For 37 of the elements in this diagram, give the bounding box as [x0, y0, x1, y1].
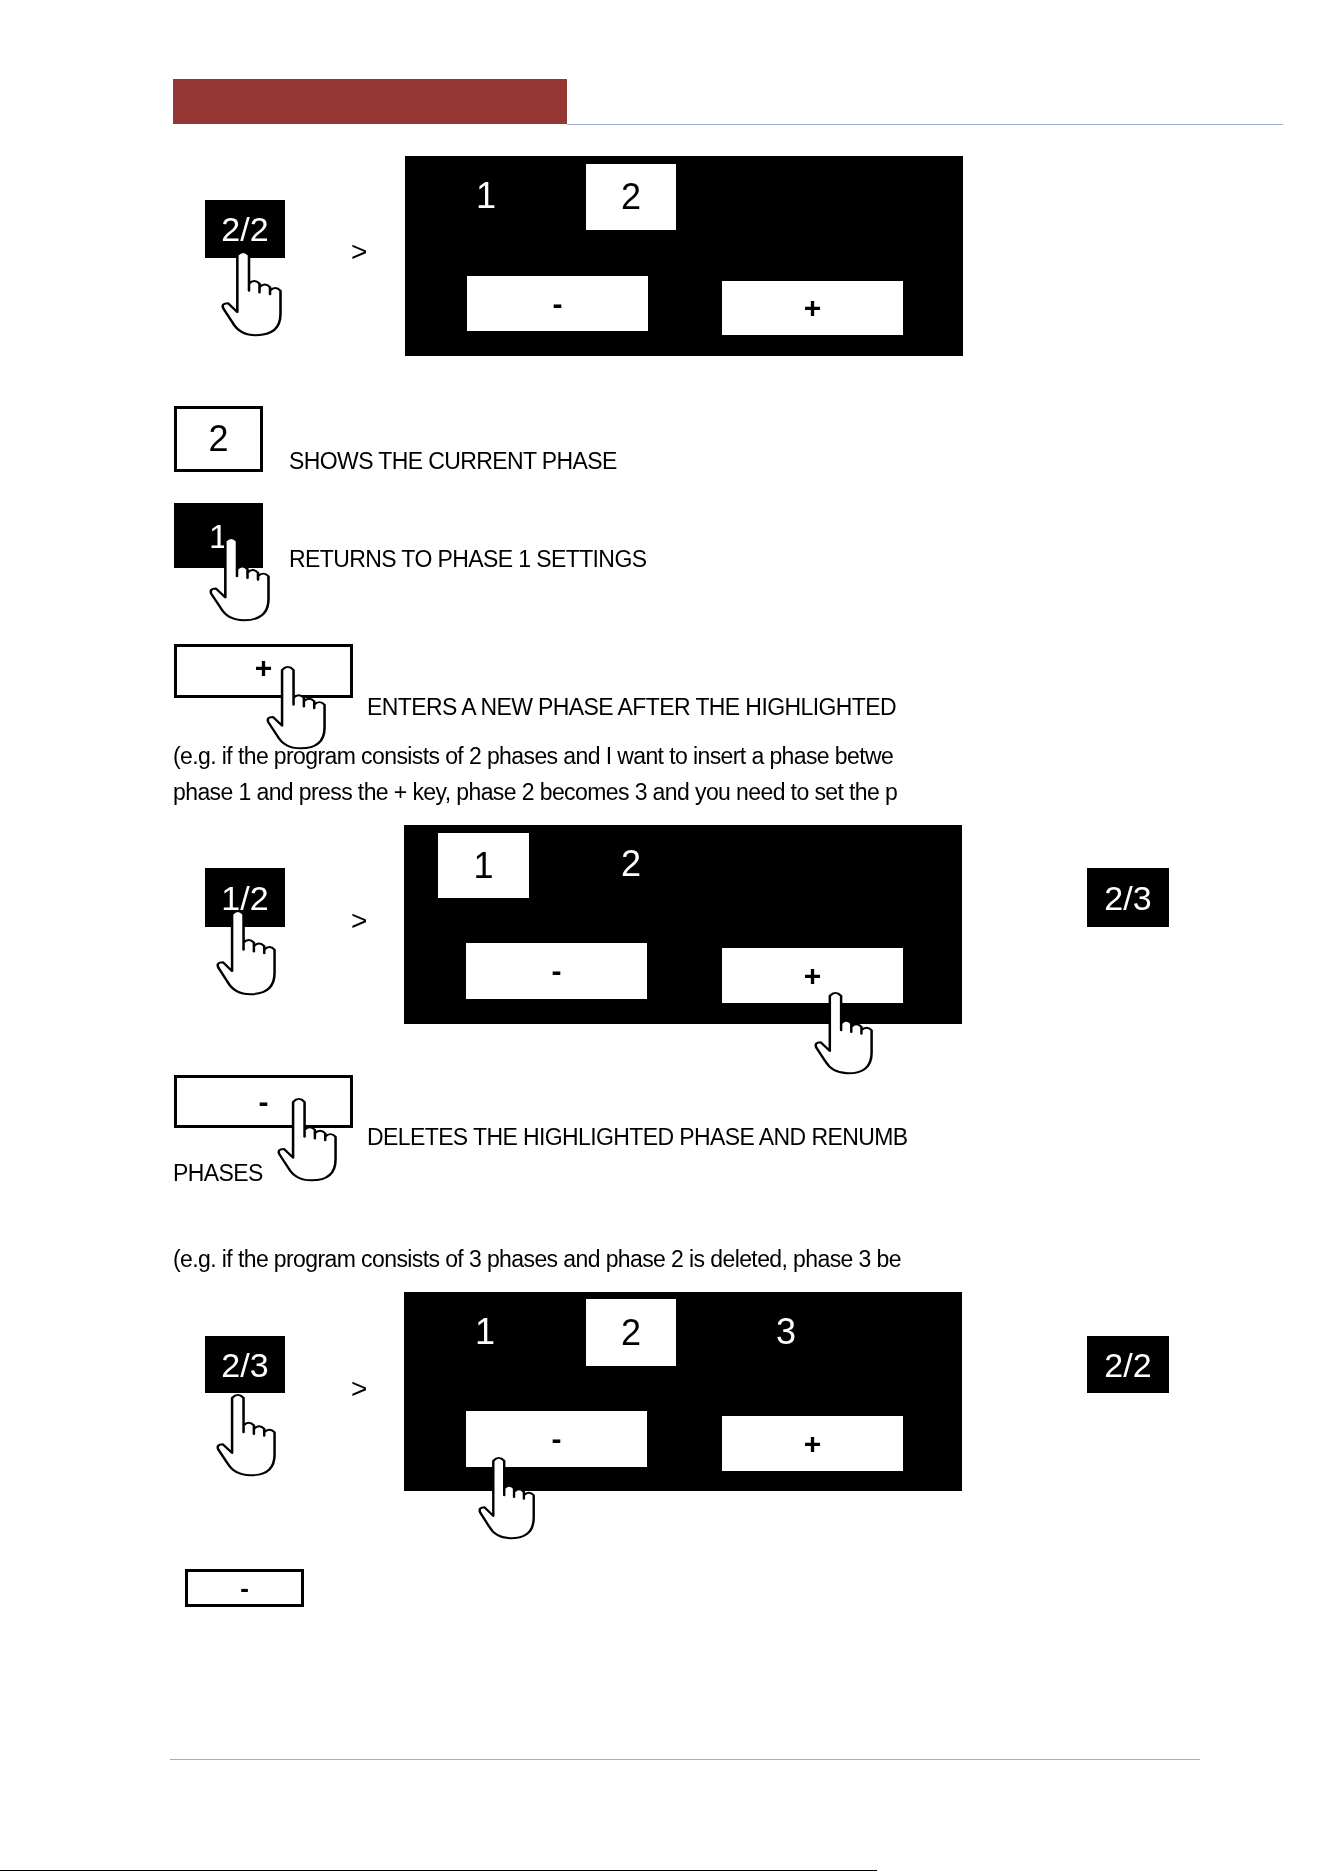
key-button: 1: [174, 503, 263, 568]
key-button: 2/2: [1087, 1336, 1169, 1393]
screen-button: 1: [438, 833, 529, 898]
key-button: 2/2: [205, 200, 285, 258]
screen-button: +: [722, 948, 903, 1003]
phase-number: 1: [475, 1314, 496, 1350]
key-button: 2/3: [205, 1336, 285, 1393]
description-text: RETURNS TO PHASE 1 SETTINGS: [289, 546, 647, 573]
next-sign: >: [351, 1375, 368, 1403]
example-text: (e.g. if the program consists of 3 phases and phase 2 is deleted, phase 3 be: [173, 1248, 901, 1271]
next-sign: >: [351, 238, 368, 266]
screen-button: +: [722, 281, 903, 335]
description-text: SHOWS THE CURRENT PHASE: [289, 448, 617, 475]
note-text: PHASES: [173, 1162, 263, 1185]
next-sign: >: [351, 907, 368, 935]
screen-button: 2: [586, 164, 676, 230]
screen-button: -: [466, 943, 647, 999]
description-text: ENTERS A NEW PHASE AFTER THE HIGHLIGHTED: [367, 694, 896, 721]
display-screen: [404, 1292, 962, 1491]
screen-button: -: [467, 276, 648, 331]
example-text: phase 1 and press the + key, phase 2 becomes 3 and you need to set the p: [173, 781, 898, 804]
key-button: -: [185, 1569, 304, 1607]
screen-button: 2: [586, 1299, 676, 1366]
screen-button: -: [466, 1411, 647, 1467]
description-text: DELETES THE HIGHLIGHTED PHASE AND RENUMB: [367, 1124, 908, 1151]
display-screen: [405, 156, 963, 356]
display-screen: [404, 825, 962, 1024]
screen-button: +: [722, 1416, 903, 1471]
key-button: -: [174, 1075, 353, 1128]
phase-number: 2: [621, 846, 642, 882]
example-text: (e.g. if the program consists of 2 phases and I want to insert a phase betwe: [173, 745, 894, 768]
key-button: 2: [174, 406, 263, 472]
key-button: 2/3: [1087, 868, 1169, 927]
phase-number: 1: [476, 178, 497, 214]
phase-number: 3: [776, 1314, 797, 1350]
key-button: 1/2: [205, 868, 285, 927]
key-button: +: [174, 644, 353, 698]
